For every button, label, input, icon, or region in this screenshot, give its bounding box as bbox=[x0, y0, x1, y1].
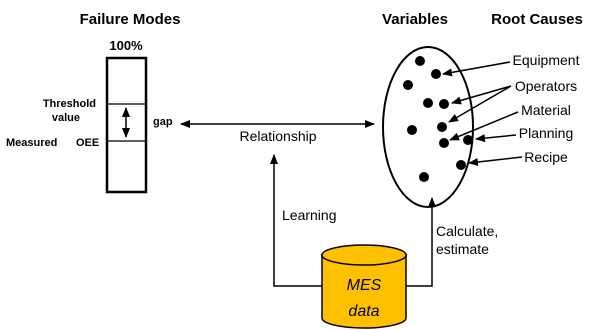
operators-arrow-2 bbox=[448, 85, 512, 123]
oee-gauge-bar bbox=[105, 56, 148, 194]
failure-modes-heading: Failure Modes bbox=[80, 11, 181, 28]
gauge-top-label: 100% bbox=[109, 38, 143, 53]
oee-label: OEE bbox=[76, 137, 99, 149]
variable-dot bbox=[439, 99, 449, 109]
learning-label: Learning bbox=[282, 207, 337, 223]
root-cause-equipment: Equipment bbox=[513, 52, 580, 68]
mes-data-cylinder bbox=[321, 244, 407, 329]
variable-dot bbox=[419, 172, 429, 182]
root-cause-arrows bbox=[442, 61, 523, 166]
variable-dot bbox=[439, 138, 449, 148]
cylinder-top bbox=[321, 244, 407, 266]
root-cause-planning: Planning bbox=[519, 125, 574, 141]
calculate-arrow bbox=[405, 197, 436, 287]
variables-heading: Variables bbox=[382, 11, 448, 28]
threshold-value-label: value bbox=[52, 112, 80, 124]
root-cause-recipe: Recipe bbox=[524, 149, 568, 165]
variable-dots bbox=[403, 56, 473, 182]
threshold-label: Threshold bbox=[43, 98, 96, 110]
variable-dot bbox=[463, 135, 473, 145]
material-arrow bbox=[449, 111, 519, 141]
measured-label: Measured bbox=[6, 137, 57, 149]
variable-dot bbox=[437, 122, 447, 132]
operators-arrow-1 bbox=[451, 85, 512, 105]
variable-dot bbox=[415, 56, 425, 66]
planning-arrow bbox=[475, 134, 517, 143]
variable-dot bbox=[407, 125, 417, 135]
relationship-label: Relationship bbox=[239, 128, 316, 144]
cylinder-body bbox=[321, 254, 407, 329]
estimate-label: estimate bbox=[436, 241, 489, 257]
equipment-arrow bbox=[442, 61, 511, 77]
root-cause-operators: Operators bbox=[515, 78, 577, 94]
root-causes-heading: Root Causes bbox=[491, 11, 583, 28]
variable-dot bbox=[431, 69, 441, 79]
recipe-arrow bbox=[468, 156, 523, 166]
variable-dot bbox=[423, 98, 433, 108]
variable-dot bbox=[403, 80, 413, 90]
calculate-label: Calculate, bbox=[436, 223, 498, 239]
mes-label: MES bbox=[347, 277, 382, 294]
variable-dot bbox=[456, 160, 466, 170]
data-label: data bbox=[348, 303, 379, 320]
gap-label: gap bbox=[153, 116, 173, 128]
learning-arrow bbox=[270, 154, 322, 287]
root-cause-material: Material bbox=[521, 102, 571, 118]
